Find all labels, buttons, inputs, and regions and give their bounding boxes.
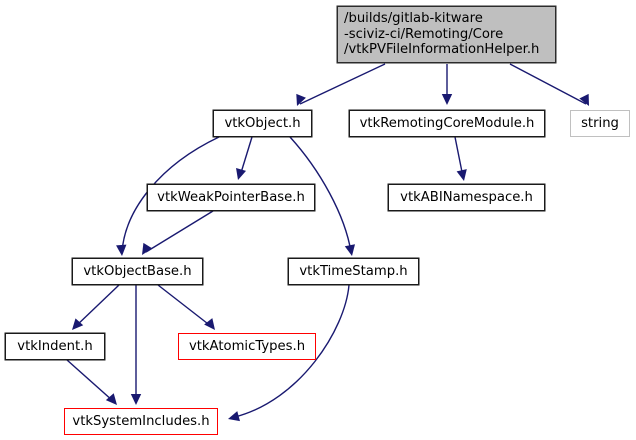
graph-edge-arrowhead — [116, 244, 127, 256]
node-label-line: vtkIndent.h — [17, 338, 93, 354]
node-label-line: /vtkPVFileInformationHelper.h — [344, 42, 540, 58]
graph-node-vtkweakpointerbase[interactable]: vtkWeakPointerBase.h — [147, 184, 315, 211]
graph-node-vtktimestamp[interactable]: vtkTimeStamp.h — [288, 258, 419, 285]
node-label-line: vtkObjectBase.h — [83, 263, 192, 279]
graph-node-vtkatomictypes[interactable]: vtkAtomicTypes.h — [178, 333, 316, 360]
node-label-line: vtkAtomicTypes.h — [188, 338, 306, 354]
graph-edge — [299, 63, 386, 105]
node-label-line: vtkTimeStamp.h — [299, 263, 408, 279]
graph-node-string[interactable]: string — [570, 110, 630, 137]
graph-edge-arrowhead — [296, 93, 306, 106]
graph-node-vtkremotingcoremodule[interactable]: vtkRemotingCoreModule.h — [349, 110, 545, 137]
graph-edge-arrowhead — [142, 242, 153, 255]
graph-edge-arrowhead — [344, 244, 356, 256]
graph-node-vtkobjectbase[interactable]: vtkObjectBase.h — [72, 258, 203, 285]
node-label-line: vtkWeakPointerBase.h — [157, 189, 305, 205]
graph-node-vtkindent[interactable]: vtkIndent.h — [5, 333, 105, 360]
graph-edge — [145, 210, 214, 253]
graph-edge-arrowhead — [456, 169, 467, 181]
node-label-line: vtkObject.h — [224, 115, 301, 131]
graph-node-vtkabinamespace[interactable]: vtkABINamespace.h — [388, 184, 545, 211]
graph-edge — [74, 284, 120, 328]
graph-edge — [234, 284, 350, 418]
graph-edge-arrowhead — [130, 394, 142, 405]
graph-edge-arrowhead — [204, 318, 215, 330]
node-label-line: /builds/gitlab-kitware — [344, 11, 483, 27]
graph-edge-arrowhead — [579, 93, 589, 106]
node-label-line: vtkSystemIncludes.h — [72, 413, 210, 429]
graph-edge-arrowhead — [72, 318, 84, 330]
graph-edge — [289, 136, 352, 253]
graph-edge-arrowhead — [228, 411, 240, 422]
node-label-line: -sciviz-ci/Remoting/Core — [344, 26, 504, 42]
node-label-line: string — [581, 115, 619, 131]
graph-edge-arrowhead — [441, 94, 453, 105]
graph-edge — [66, 359, 114, 402]
node-label-line: vtkABINamespace.h — [400, 189, 533, 205]
node-label-line: vtkRemotingCoreModule.h — [359, 115, 535, 131]
graph-node-vtksystemincludes[interactable]: vtkSystemIncludes.h — [64, 408, 218, 435]
graph-edge — [239, 136, 253, 177]
graph-edge — [509, 63, 587, 105]
graph-node-root[interactable]: /builds/gitlab-kitware-sciviz-ci/Remotin… — [337, 6, 556, 63]
graph-edge — [157, 284, 213, 328]
graph-edge-arrowhead — [236, 167, 247, 180]
graph-node-vtkobject[interactable]: vtkObject.h — [213, 110, 312, 137]
graph-edge-arrowhead — [105, 393, 117, 405]
